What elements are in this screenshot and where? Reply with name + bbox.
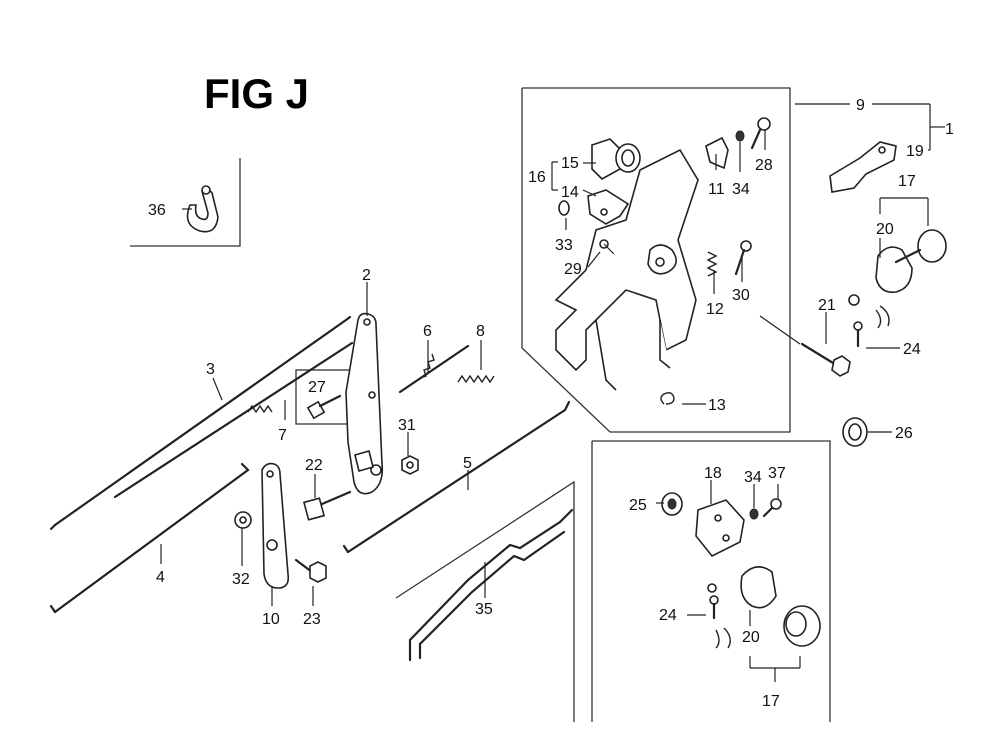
callout-25: 25 bbox=[629, 497, 647, 514]
bolt-part-27 bbox=[306, 394, 342, 420]
washer-part-32 bbox=[234, 511, 252, 529]
bolt-part-21 bbox=[800, 342, 851, 377]
callout-15: 15 bbox=[561, 155, 579, 172]
callout-31: 31 bbox=[398, 417, 416, 434]
callout-29: 29 bbox=[564, 261, 582, 278]
clip-part-26 bbox=[842, 417, 868, 447]
nut-part-31 bbox=[401, 455, 419, 475]
callout-3: 3 bbox=[206, 361, 215, 378]
callout-5: 5 bbox=[463, 455, 472, 472]
callout-19: 19 bbox=[906, 143, 924, 160]
bolt-part-23 bbox=[294, 558, 327, 583]
callout-17-lower: 17 bbox=[762, 693, 780, 710]
callout-12: 12 bbox=[706, 301, 724, 318]
clip-part-13 bbox=[660, 391, 675, 405]
callout-37: 37 bbox=[768, 465, 786, 482]
rod-part-4 bbox=[49, 462, 250, 614]
callout-17-upper: 17 bbox=[898, 173, 916, 190]
callout-30: 30 bbox=[732, 287, 750, 304]
frame-inset-switch bbox=[591, 440, 831, 722]
arm-part-14 bbox=[587, 189, 630, 225]
rod-part-5 bbox=[342, 400, 571, 554]
callout-34-upper: 34 bbox=[732, 181, 750, 198]
callout-1: 1 bbox=[945, 121, 954, 138]
callout-10: 10 bbox=[262, 611, 280, 628]
washer-part-34-lower bbox=[749, 508, 759, 520]
callout-7: 7 bbox=[278, 427, 287, 444]
callout-33: 33 bbox=[555, 237, 573, 254]
knob-part-25 bbox=[661, 492, 683, 516]
screw-part-24-upper bbox=[853, 321, 863, 348]
cam-part-15 bbox=[591, 138, 641, 180]
governor-arm-part-2 bbox=[345, 312, 384, 495]
screw-part-28 bbox=[750, 117, 771, 150]
callout-34-lower: 34 bbox=[744, 469, 762, 486]
figure-title: FIG J bbox=[204, 70, 309, 117]
rod-part-7 bbox=[113, 341, 354, 499]
screw-part-29 bbox=[599, 239, 615, 255]
bolt-part-22 bbox=[302, 490, 352, 521]
callout-14: 14 bbox=[561, 184, 579, 201]
callout-23: 23 bbox=[303, 611, 321, 628]
callout-6: 6 bbox=[423, 323, 432, 340]
callout-32: 32 bbox=[232, 571, 250, 588]
frame-clip bbox=[130, 158, 241, 247]
callout-20-upper: 20 bbox=[876, 221, 894, 238]
washer-part-34 bbox=[735, 130, 745, 142]
screw-part-30 bbox=[734, 240, 752, 276]
callout-36: 36 bbox=[148, 202, 166, 219]
callout-11: 11 bbox=[708, 181, 725, 198]
callout-27: 27 bbox=[308, 379, 326, 396]
plate-part-11 bbox=[705, 136, 729, 170]
callout-24-lower: 24 bbox=[659, 607, 677, 624]
screw-part-37 bbox=[762, 498, 782, 518]
callout-9: 9 bbox=[856, 97, 865, 114]
lever-part-19 bbox=[829, 141, 897, 193]
lever-part-10 bbox=[261, 462, 290, 589]
callout-labels: 1 2 3 4 5 6 7 8 9 10 11 12 13 14 15 16 1… bbox=[148, 97, 954, 710]
leader-lines bbox=[160, 103, 945, 682]
callout-18: 18 bbox=[704, 465, 722, 482]
spring-part-12 bbox=[706, 251, 718, 277]
spring-part-6 bbox=[398, 344, 470, 394]
callout-24-upper: 24 bbox=[903, 341, 921, 358]
callout-28: 28 bbox=[755, 157, 773, 174]
callout-22: 22 bbox=[305, 457, 323, 474]
callout-8: 8 bbox=[476, 323, 485, 340]
callout-2: 2 bbox=[362, 267, 371, 284]
clip-part-36 bbox=[186, 185, 219, 233]
callout-26: 26 bbox=[895, 425, 913, 442]
frame-rod-35 bbox=[395, 480, 575, 722]
spring-part-8 bbox=[457, 374, 495, 384]
rod-part-35 bbox=[408, 508, 574, 662]
rod-part-3 bbox=[49, 315, 352, 531]
switch-assembly-upper bbox=[848, 229, 947, 329]
screw-part-24-lower bbox=[709, 595, 719, 620]
callout-35: 35 bbox=[475, 601, 493, 618]
callout-16: 16 bbox=[528, 169, 546, 186]
switch-assembly-lower bbox=[707, 566, 821, 649]
plate-part-18 bbox=[695, 499, 745, 558]
callout-4: 4 bbox=[156, 569, 165, 586]
frame-control-assembly bbox=[521, 87, 791, 433]
callout-13: 13 bbox=[708, 397, 726, 414]
callout-20-lower: 20 bbox=[742, 629, 760, 646]
callout-21: 21 bbox=[818, 297, 836, 314]
washer-part-33 bbox=[558, 200, 570, 216]
control-bracket bbox=[554, 148, 699, 391]
